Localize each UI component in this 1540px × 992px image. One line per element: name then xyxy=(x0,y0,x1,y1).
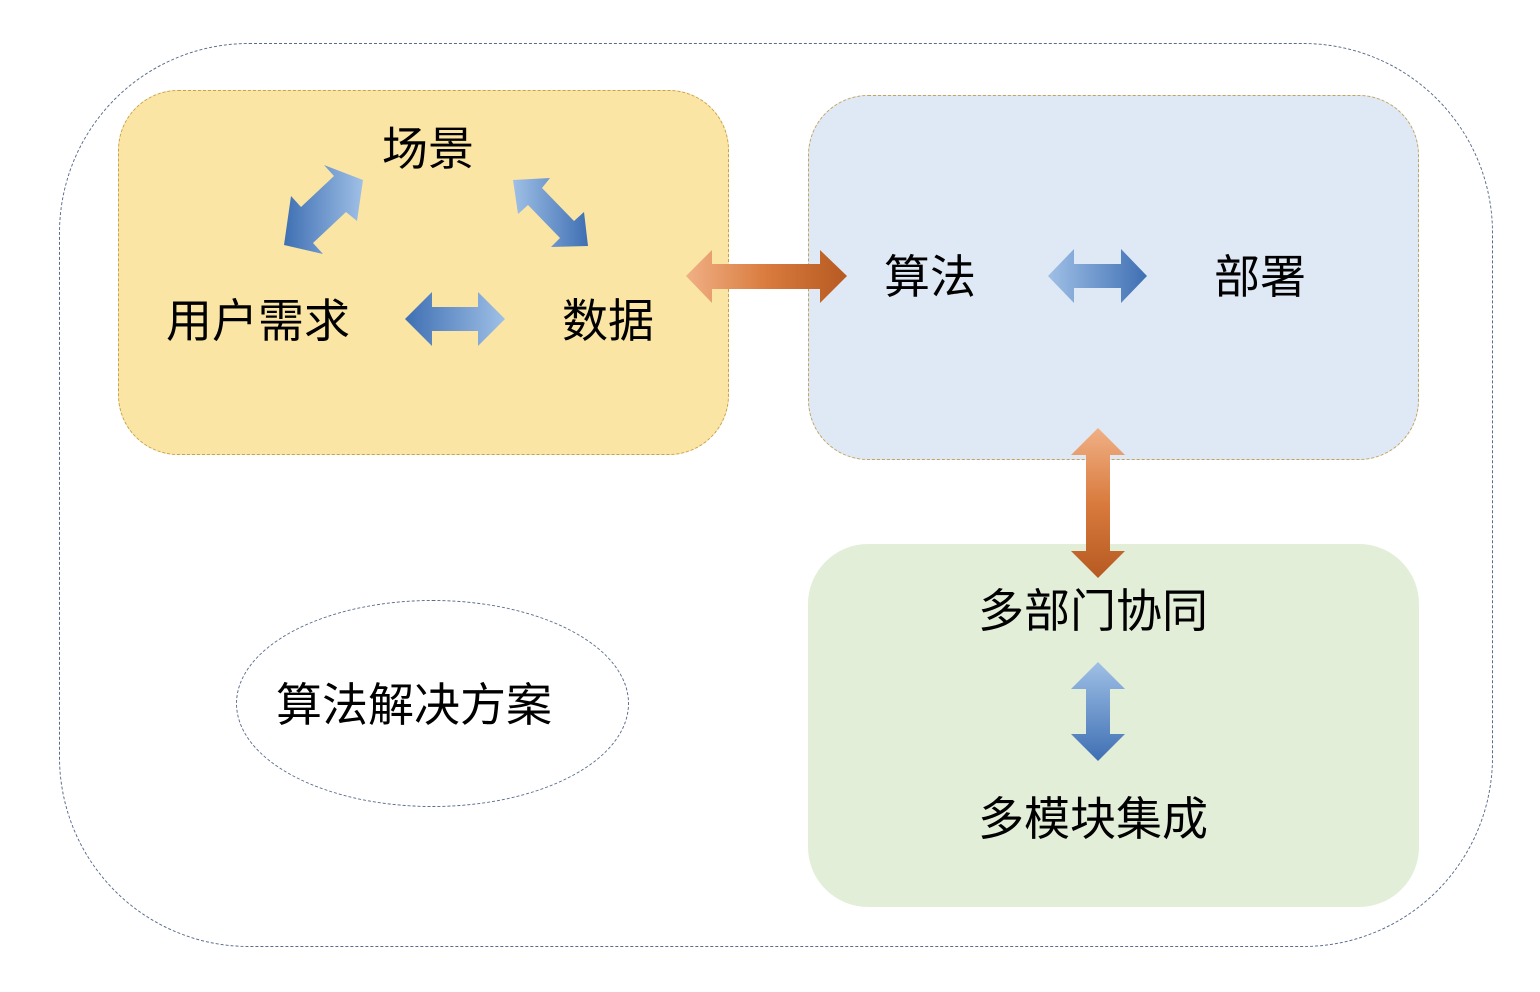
data-label: 数据 xyxy=(562,294,654,348)
algorithm-label: 算法 xyxy=(884,250,976,304)
collaboration-panel xyxy=(808,544,1419,907)
dept-module-arrow xyxy=(1071,662,1125,761)
user-data-arrow xyxy=(405,292,505,346)
scene-data-arrow xyxy=(513,178,588,247)
requirements-panel xyxy=(118,90,729,455)
outer-frame xyxy=(59,43,1493,947)
multi-dept-label: 多部门协同 xyxy=(978,584,1208,638)
algorithm-collab-arrow xyxy=(1071,428,1125,578)
scene-label: 场景 xyxy=(382,122,474,176)
user-needs-label: 用户需求 xyxy=(166,294,350,348)
algorithm-deploy-arrow xyxy=(1048,249,1147,303)
multi-module-label: 多模块集成 xyxy=(978,792,1208,846)
solution-ellipse xyxy=(236,600,629,807)
scene-user-arrow xyxy=(284,165,363,254)
panel-algorithm-arrow xyxy=(686,250,847,303)
solution-label: 算法解决方案 xyxy=(276,678,552,732)
deployment-label: 部署 xyxy=(1214,250,1306,304)
